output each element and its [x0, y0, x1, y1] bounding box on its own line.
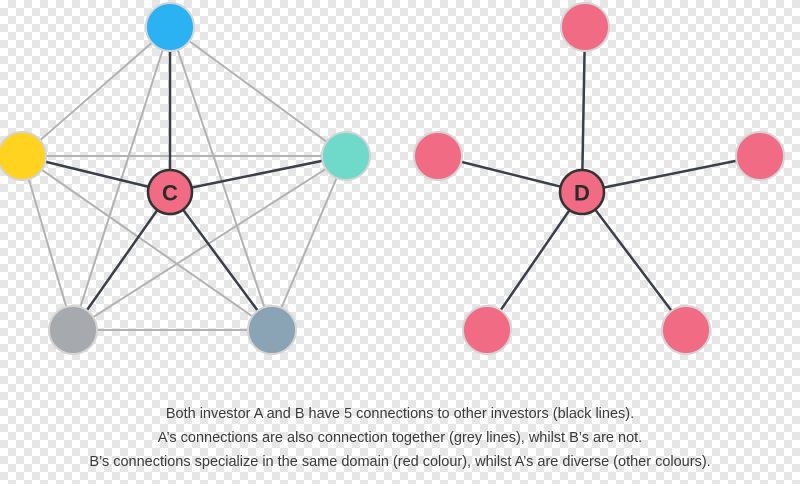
black-edge [581, 154, 761, 194]
hub-c-group: C [146, 168, 194, 216]
black-edge [21, 154, 171, 194]
hub-node-c-label: C [162, 181, 178, 206]
caption-line-3: B’s connections specialize in the same d… [89, 454, 711, 470]
black-edge [485, 191, 584, 331]
network-c: C [0, 2, 371, 355]
grey-edge [72, 155, 347, 331]
grey-edge [169, 26, 273, 331]
hub-node-d [558, 168, 606, 216]
hub-node-c [146, 168, 194, 216]
grey-edges-group [21, 26, 347, 331]
grey-edge [21, 155, 273, 331]
investor-node [0, 131, 47, 181]
investor-node [735, 131, 785, 181]
investor-node [48, 305, 98, 355]
network-d: D [413, 2, 785, 355]
investor-node [661, 305, 711, 355]
caption-line-2: A’s connections are also connection toge… [157, 430, 643, 446]
grey-edge [271, 155, 347, 331]
caption-line-1: Both investor A and B have 5 connections… [165, 406, 635, 422]
black-edge [71, 191, 172, 331]
investor-node [145, 2, 195, 52]
investor-node [321, 131, 371, 181]
hub-node-d-label: D [574, 181, 590, 206]
black-edges-group [21, 27, 347, 331]
network-diagram: C D [0, 2, 785, 355]
investor-node [247, 305, 297, 355]
black-edge [580, 26, 587, 193]
investor-node [560, 2, 610, 52]
investor-node [462, 305, 512, 355]
grey-edge [21, 155, 74, 331]
black-edge [169, 154, 347, 194]
black-edge [581, 191, 687, 331]
nodes-group [0, 2, 371, 355]
black-edge [168, 191, 274, 331]
grey-edge [21, 26, 171, 157]
nodes-group [413, 2, 785, 355]
hub-d-group: D [558, 168, 606, 216]
grey-edge [169, 26, 347, 157]
grey-edge [72, 26, 171, 331]
investor-node [413, 131, 463, 181]
